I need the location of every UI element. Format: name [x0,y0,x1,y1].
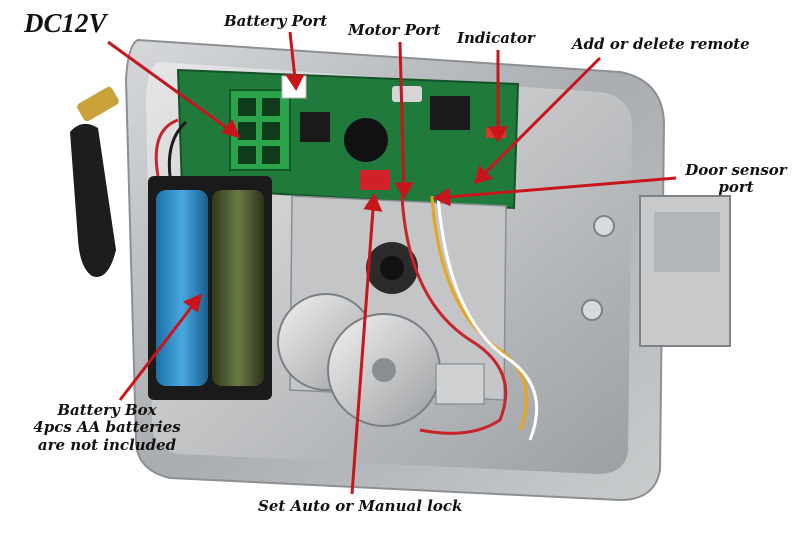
set-auto-manual-label: Set Auto or Manual lock [258,497,463,515]
motor-port-label: Motor Port [348,21,441,39]
battery-port-label: Battery Port [224,12,328,30]
motor-assembly [277,195,507,427]
latch-bolt [581,195,731,347]
battery-box-label: Battery Box 4pcs AA batteries are not in… [12,401,202,454]
add-delete-remote-label: Add or delete remote [572,35,750,53]
battery-box-line-2: 4pcs AA batteries [33,418,181,437]
door-sensor-line-1: Door sensor [685,161,787,179]
battery-box [148,176,272,400]
battery-box-line-1: Battery Box [57,401,157,419]
door-sensor-port-label: Door sensor port [682,161,790,197]
antenna [70,86,119,277]
battery-box-line-3: are not included [37,435,177,454]
door-sensor-line-2: port [718,178,754,197]
wires [154,118,539,441]
indicator-label: Indicator [457,29,535,47]
control-board [176,68,520,210]
dc12v-label: DC12V [24,8,107,38]
annotation-arrows [107,31,677,495]
